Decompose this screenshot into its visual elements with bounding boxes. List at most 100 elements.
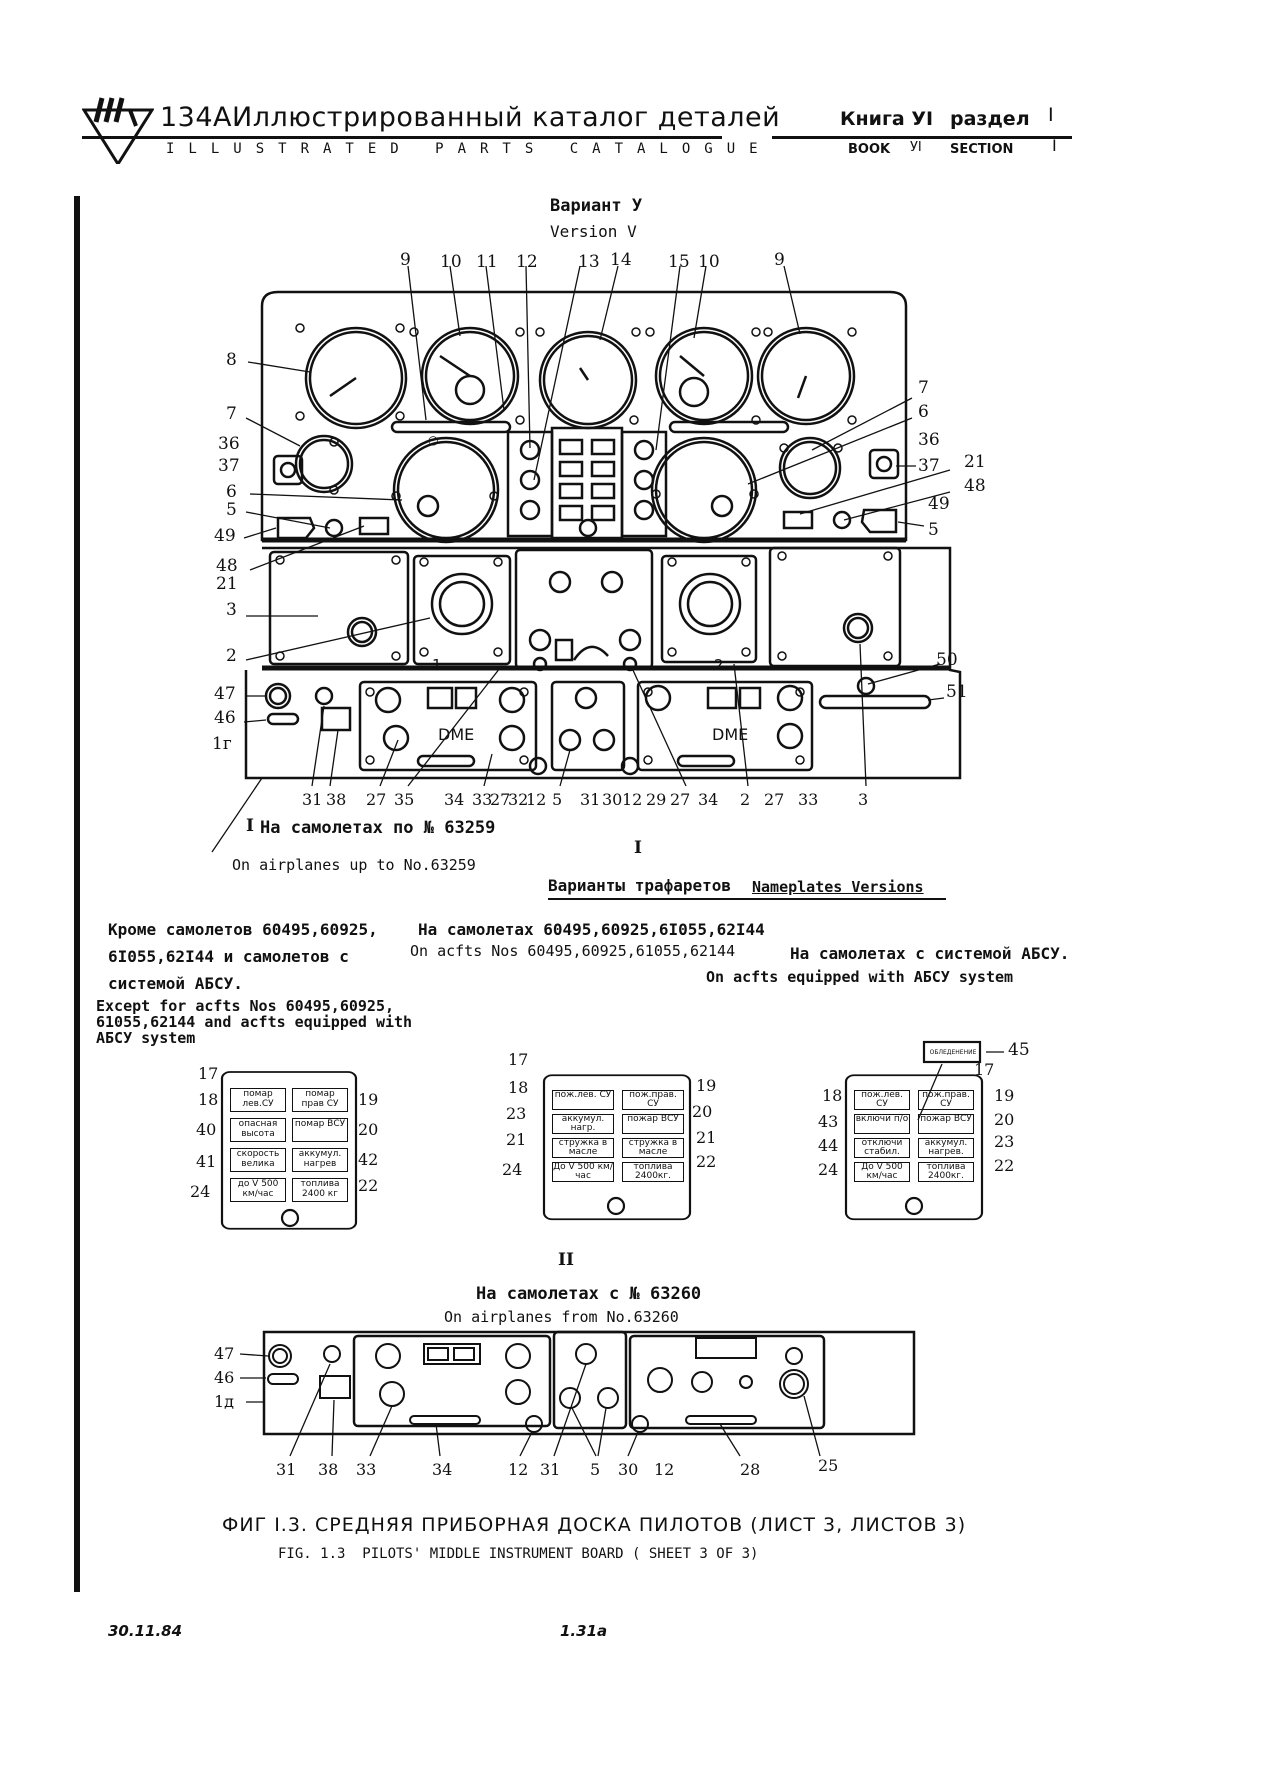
callout: 48 — [216, 556, 238, 576]
callout: 37 — [218, 456, 240, 476]
callout: 22 — [358, 1176, 379, 1195]
callout: 18 — [508, 1078, 529, 1097]
section-label-ru: раздел — [950, 108, 1030, 130]
nameplate-cell: топлива 2400кг. — [622, 1162, 684, 1182]
gauge-6-left — [392, 436, 500, 544]
callout: 21 — [506, 1130, 527, 1149]
note-I-marker: I — [246, 816, 254, 836]
margin-bar — [74, 196, 80, 1592]
callout: 25 — [818, 1456, 839, 1475]
callout: 10 — [440, 252, 462, 272]
nameplate-cell: скорость велика — [230, 1148, 286, 1172]
callout: 44 — [818, 1136, 839, 1155]
callout: 43 — [818, 1112, 839, 1131]
callout: 12 — [516, 252, 538, 272]
module-3-left — [268, 550, 410, 666]
callout: 30 — [618, 1460, 639, 1479]
callout: 33 — [798, 790, 819, 809]
nameplate-panels — [220, 1040, 1004, 1230]
nameplate-cell: включи п/о — [854, 1114, 910, 1134]
gauge-10-right — [654, 326, 754, 426]
callout: 19 — [696, 1076, 717, 1095]
callout: 7 — [918, 378, 929, 398]
variant-title-en: Version V — [550, 222, 637, 241]
callout: 17 — [198, 1064, 219, 1083]
nameplates-title-en: Nameplates Versions — [752, 878, 924, 896]
callout: 24 — [190, 1182, 211, 1201]
callout: 12 — [526, 790, 547, 809]
board-variant-II-diagram — [239, 1330, 916, 1457]
module-2-right — [660, 554, 758, 664]
dme-label-left: DME — [438, 725, 474, 744]
callout: 2 — [226, 646, 237, 666]
nameplate-cell: аккумул. нагр. — [552, 1114, 614, 1134]
nameplate-cell: пож.лев. СУ — [854, 1090, 910, 1110]
callout: 5 — [590, 1460, 601, 1479]
col1-text-en: Except for acfts Nos 60495,60925, 61055,… — [96, 997, 413, 1047]
nameplate-cell: аккумул. нагрев. — [918, 1138, 974, 1158]
nameplates-title-ru: Варианты трафаретов — [548, 876, 732, 895]
nameplate-cell: аккумул. нагрев — [292, 1148, 348, 1172]
dme-label-right: DME — [712, 725, 748, 744]
callout: 30 — [602, 790, 623, 809]
station-2-label: 2 — [714, 656, 724, 674]
callout: 5 — [226, 500, 237, 520]
gauge-8 — [304, 326, 408, 430]
callout: 12 — [508, 1460, 529, 1479]
lamp-column-right — [620, 430, 668, 538]
callout: 10 — [698, 252, 720, 272]
callout: 1г — [212, 734, 232, 754]
nameplate-cell: помар ВСУ — [292, 1118, 348, 1142]
nameplate-cell: помар прав СУ — [292, 1088, 348, 1112]
logo-text: 134А — [160, 102, 233, 133]
callout: 49 — [928, 494, 950, 514]
svg-text:○: ○ — [428, 433, 438, 447]
note-II-ru: На самолетах с № 63260 — [476, 1284, 702, 1304]
callout: 23 — [506, 1104, 527, 1123]
book-underline — [772, 136, 1072, 139]
callout: 31 — [580, 790, 601, 809]
callout: 47 — [214, 684, 236, 704]
note-I-en: On airplanes up to No.63259 — [232, 856, 476, 874]
nameplate-cell: стружка в масле — [552, 1138, 614, 1158]
note-II-en: On airplanes from No.63260 — [444, 1308, 679, 1326]
callout: 21 — [216, 574, 238, 594]
center-switch-panel — [550, 680, 626, 772]
callout: 2 — [740, 790, 751, 809]
nameplate-cell: пожар ВСУ — [918, 1114, 974, 1134]
nameplate-cell: пож.прав. СУ — [918, 1090, 974, 1110]
callout: 34 — [698, 790, 719, 809]
page-title-en: ILLUSTRATED PARTS CATALOGUE — [166, 141, 772, 157]
nameplate-cell: пожар ВСУ — [622, 1114, 684, 1134]
callout: 14 — [610, 250, 632, 270]
gauge-6-right — [650, 436, 758, 544]
gauge-10-left — [420, 326, 520, 426]
callout: 35 — [394, 790, 415, 809]
callout: 27 — [490, 790, 511, 809]
callout: 20 — [692, 1102, 713, 1121]
callout: 24 — [818, 1160, 839, 1179]
callout: 48 — [964, 476, 986, 496]
callout: 20 — [994, 1110, 1015, 1129]
callout: 13 — [578, 252, 600, 272]
callout: 41 — [196, 1152, 217, 1171]
callout: 29 — [646, 790, 667, 809]
callout: 3 — [858, 790, 869, 809]
header: 134А Иллюстрированный каталог деталей IL… — [0, 0, 1261, 170]
callout: 50 — [936, 650, 958, 670]
note-I-ru: На самолетах по № 63259 — [260, 818, 496, 838]
header-underline — [82, 136, 722, 139]
nameplate-cell: топлива 2400 кг — [292, 1178, 348, 1202]
callout: 21 — [964, 452, 986, 472]
lower-panel-outline — [244, 546, 962, 780]
callout: 46 — [214, 708, 236, 728]
callout: 9 — [400, 250, 411, 270]
callout: 36 — [918, 430, 940, 450]
callout: 19 — [994, 1086, 1015, 1105]
callout: 17 — [508, 1050, 529, 1069]
callout: 51 — [946, 682, 968, 702]
nameplate-cell: помар лев.СУ — [230, 1088, 286, 1112]
callout: 42 — [358, 1150, 379, 1169]
callout: 38 — [318, 1460, 339, 1479]
callout: 40 — [196, 1120, 217, 1139]
